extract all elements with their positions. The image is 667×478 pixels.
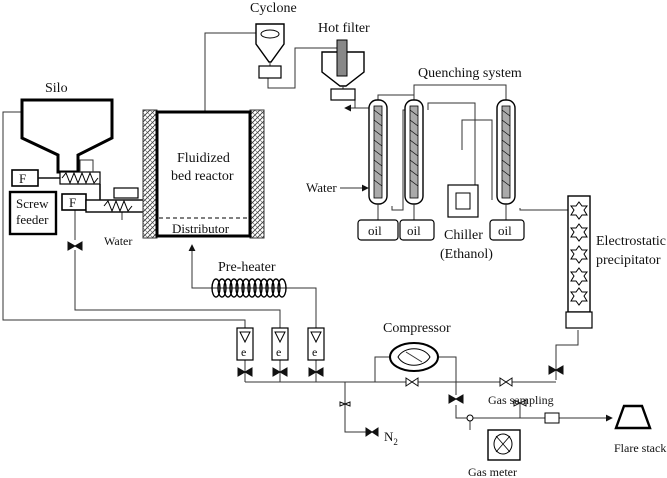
preheater-label: Pre-heater [218,260,276,275]
gas-sampling-label: Gas sampling [488,393,554,407]
feeder-f1-label: F [19,171,26,186]
compressor-label: Compressor [383,321,451,336]
reactor-label-1: Fluidized [177,151,230,166]
quenching-system-label: Quenching system [418,66,522,81]
rotameter-icon: e [307,327,325,361]
pre-heater: Pre-heater [211,260,287,298]
screw-feeder-label-2: feeder [16,212,49,227]
valve-icon [308,367,324,377]
valve-icon [513,399,527,407]
oil-2-label: oil [407,223,421,238]
screw-feeder-label-1: Screw [16,196,49,211]
silo-label: Silo [45,81,68,96]
cyclone: Cyclone [250,1,297,79]
flowmeters: e e e [236,327,325,361]
valve-icon [405,377,419,387]
svg-text:e: e [241,345,246,359]
water-quench-label: Water [306,180,337,195]
valve-icon [499,377,513,387]
valve-icon [67,241,83,251]
valve-icon [339,401,351,407]
silo: Silo [20,81,114,174]
feeder-f2-label: F [69,195,76,210]
chiller-label-2: (Ethanol) [440,247,493,262]
flare-stack: Flare stack [614,404,666,455]
chiller-label-1: Chiller [444,228,483,243]
quenching-system: Quenching system Water oil oil Chiller (… [306,66,525,262]
nitrogen-label: N2 [384,429,398,447]
hot-filter: Hot filter [318,21,370,101]
oil-1-label: oil [368,223,382,238]
valves [67,241,564,437]
valve-icon [548,365,564,375]
flare-stack-label: Flare stack [614,441,666,455]
esp-label-2: precipitator [596,253,661,268]
rotameter-icon: e [236,327,254,361]
outlet-section: Gas sampling N2 Gas meter Flare stack [384,393,666,478]
water-feed-label: Water [104,234,132,248]
esp-label-1: Electrostatic [596,234,666,249]
compressor: Compressor [383,321,451,372]
distributor-label: Distributor [172,221,230,236]
screw-feeders: F Screw feeder F Water [8,159,147,248]
hot-filter-label: Hot filter [318,21,370,36]
svg-text:e: e [276,345,281,359]
valve-icon [237,367,253,377]
gas-meter-label: Gas meter [468,465,517,478]
valve-icon [272,367,288,377]
oil-3-label: oil [498,223,512,238]
valve-icon [448,394,464,404]
cyclone-label: Cyclone [250,1,297,16]
fluidized-bed-reactor: Fluidized bed reactor Distributor [142,109,265,239]
valve-icon [365,427,379,437]
electrostatic-precipitator: Electrostatic precipitator [565,195,666,329]
rotameter-icon: e [271,327,289,361]
reactor-label-2: bed reactor [171,169,234,184]
svg-text:e: e [312,345,317,359]
gas-meter: Gas meter [468,429,521,478]
